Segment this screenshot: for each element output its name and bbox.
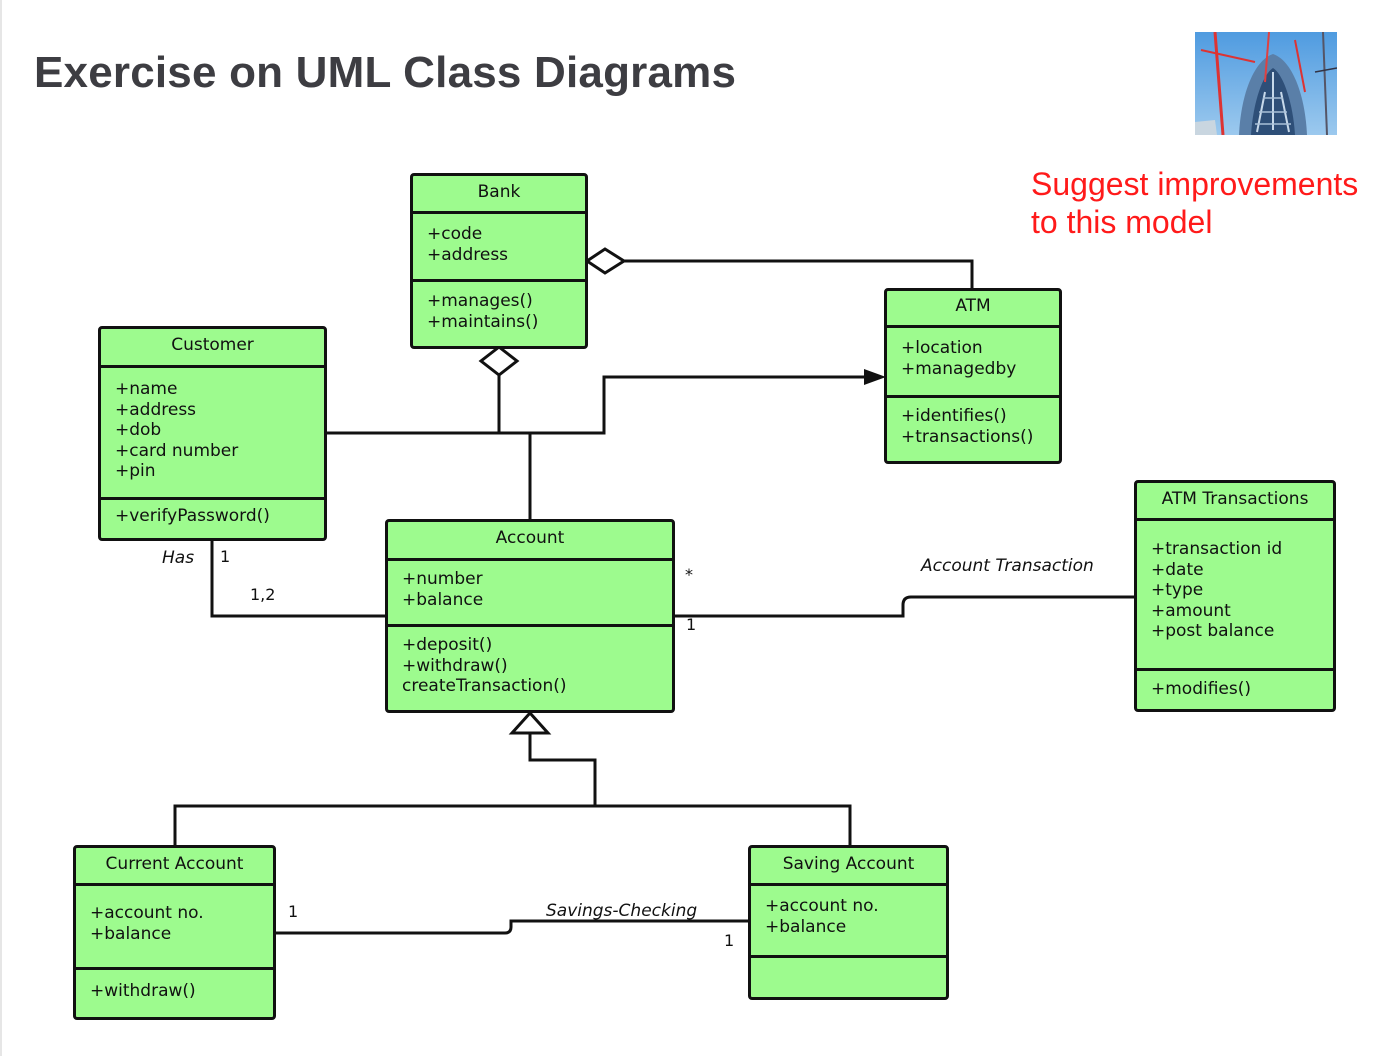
has-multiplicity-customer: 1	[220, 547, 231, 566]
attribute: +number	[402, 569, 483, 589]
bank-atm-aggregation-diamond	[584, 247, 627, 275]
attribute: +card number	[115, 440, 239, 461]
attribute: +post balance	[1151, 621, 1275, 641]
attribute: +address	[427, 244, 509, 265]
class-customer-attributes: +name +address +dob +card number +pin	[101, 368, 324, 500]
method: +verifyPassword()	[115, 506, 270, 526]
class-atm-name: ATM	[887, 291, 1059, 328]
class-account-methods: +deposit() +withdraw() createTransaction…	[388, 627, 672, 697]
account-transaction-multiplicity-many: *	[685, 565, 693, 584]
account-transaction-multiplicity-one: 1	[686, 615, 697, 634]
class-atm-methods: +identifies() +transactions()	[887, 398, 1059, 447]
class-current-account-attributes: +account no. +balance	[76, 886, 273, 970]
savings-checking-association	[274, 919, 749, 935]
generalization-branches	[173, 804, 852, 847]
method: +manages()	[427, 291, 533, 311]
class-bank: Bank +code +address +manages() +maintain…	[410, 173, 588, 349]
attribute: +balance	[402, 589, 484, 610]
class-saving-account: Saving Account +account no. +balance	[748, 845, 949, 1000]
savings-checking-multiplicity-current: 1	[288, 902, 299, 921]
has-multiplicity-account: 1,2	[250, 585, 276, 604]
method: +modifies()	[1151, 679, 1252, 699]
improvement-note: Suggest improvements to this model	[1031, 165, 1358, 241]
generalization-stem	[528, 733, 597, 806]
class-account: Account +number +balance +deposit() +wit…	[385, 519, 675, 713]
class-atm-attributes: +location +managedby	[887, 328, 1059, 398]
savings-checking-label: Savings-Checking	[546, 901, 698, 921]
class-current-account-methods: +withdraw()	[76, 970, 273, 1002]
slide-edge	[0, 0, 2, 1056]
account-transaction-association	[674, 595, 1136, 618]
attribute: +account no.	[90, 903, 204, 923]
method: +identifies()	[901, 406, 1007, 426]
class-bank-name: Bank	[413, 176, 585, 214]
attribute: +type	[1151, 580, 1204, 600]
attribute: +location	[901, 338, 983, 358]
attribute: +amount	[1151, 600, 1231, 621]
class-customer: Customer +name +address +dob +card numbe…	[98, 326, 327, 541]
method: +withdraw()	[90, 981, 196, 1001]
attribute: +code	[427, 224, 483, 244]
generalization-triangle	[508, 710, 552, 735]
attribute: +dob	[115, 420, 162, 440]
class-atm-transactions-attributes: +transaction id +date +type +amount +pos…	[1137, 521, 1333, 671]
class-atm: ATM +location +managedby +identifies() +…	[884, 288, 1062, 464]
class-account-name: Account	[388, 522, 672, 561]
class-current-account-name: Current Account	[76, 848, 273, 886]
attribute: +date	[1151, 559, 1204, 580]
navigability-arrowhead	[864, 369, 886, 385]
class-account-attributes: +number +balance	[388, 561, 672, 627]
slide-title: Exercise on UML Class Diagrams	[34, 48, 737, 97]
class-atm-transactions-name: ATM Transactions	[1137, 483, 1333, 521]
class-customer-methods: +verifyPassword()	[101, 500, 324, 527]
attribute: +name	[115, 379, 178, 399]
note-line-2: to this model	[1031, 204, 1213, 240]
savings-checking-multiplicity-saving: 1	[724, 931, 735, 950]
has-label: Has	[162, 548, 195, 568]
bank-atm-link	[624, 259, 974, 288]
note-line-1: Suggest improvements	[1031, 166, 1359, 202]
class-saving-account-name: Saving Account	[751, 848, 946, 886]
attribute: +managedby	[901, 358, 1017, 379]
method: +deposit()	[402, 635, 493, 655]
construction-photo	[1195, 32, 1337, 135]
attribute: +account no.	[765, 896, 879, 916]
account-transaction-label: Account Transaction	[921, 556, 1094, 576]
method: +withdraw()	[402, 655, 508, 676]
customer-atm-link	[327, 375, 870, 435]
attribute: +address	[115, 399, 197, 420]
class-current-account: Current Account +account no. +balance +w…	[73, 845, 276, 1020]
class-atm-transactions-methods: +modifies()	[1137, 671, 1333, 700]
attribute: +transaction id	[1151, 539, 1283, 559]
class-atm-transactions: ATM Transactions +transaction id +date +…	[1134, 480, 1336, 712]
class-bank-attributes: +code +address	[413, 214, 585, 282]
attribute: +balance	[765, 916, 847, 937]
method: +transactions()	[901, 426, 1034, 447]
method: +maintains()	[427, 311, 539, 332]
class-bank-methods: +manages() +maintains()	[413, 282, 585, 332]
class-saving-account-attributes: +account no. +balance	[751, 886, 946, 958]
attribute: +balance	[90, 923, 172, 944]
attribute: +pin	[115, 461, 156, 481]
method: createTransaction()	[402, 676, 567, 696]
bank-customer-aggregation-diamond	[478, 345, 520, 377]
has-association	[210, 540, 387, 618]
class-customer-name: Customer	[101, 329, 324, 368]
